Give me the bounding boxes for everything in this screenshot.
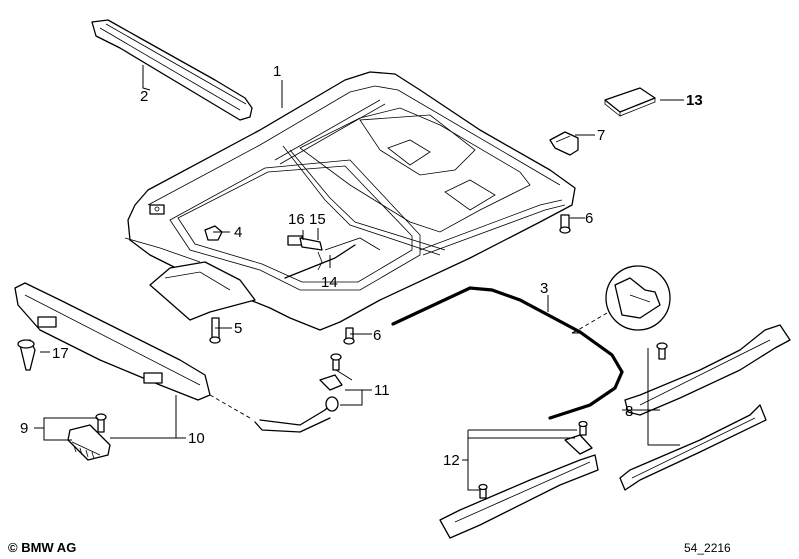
seal xyxy=(391,286,624,420)
guide-rail-lower xyxy=(619,404,767,491)
clip-4 xyxy=(204,225,223,241)
leader-lines xyxy=(34,65,684,491)
callout-7: 7 xyxy=(597,127,605,144)
diagram-code: 54_2216 xyxy=(684,541,731,555)
sunroof-frame xyxy=(124,71,576,331)
callout-9: 9 xyxy=(20,420,28,437)
screw-5 xyxy=(209,317,221,344)
drain-hose xyxy=(209,374,343,433)
callout-13: 13 xyxy=(686,92,703,109)
screw-9 xyxy=(95,413,107,433)
callout-1: 1 xyxy=(273,63,281,80)
callout-2: 2 xyxy=(140,88,148,105)
guide-rail-upper xyxy=(624,324,791,416)
callout-6-bottom: 6 xyxy=(373,327,381,344)
screw-8 xyxy=(656,342,668,360)
callout-14: 14 xyxy=(321,274,338,291)
guide-rail-bottom xyxy=(439,434,599,539)
callout-16: 16 xyxy=(288,211,305,228)
callout-3: 3 xyxy=(540,280,548,297)
screw-6-bottom xyxy=(343,327,355,345)
screw-11 xyxy=(330,353,342,371)
clip xyxy=(549,131,579,156)
detail-inset xyxy=(571,265,671,334)
plug xyxy=(17,339,36,371)
drain-cable-mechanism xyxy=(284,235,381,279)
wind-deflector-strip xyxy=(91,19,253,121)
pad xyxy=(604,87,656,117)
copyright-text: © BMW AG xyxy=(8,540,76,555)
callout-17: 17 xyxy=(52,345,69,362)
callout-4: 4 xyxy=(234,224,242,241)
callout-15: 15 xyxy=(309,211,326,228)
callout-5: 5 xyxy=(234,320,242,337)
front-cross-member xyxy=(14,282,211,401)
screw-12b xyxy=(478,483,488,499)
callout-12: 12 xyxy=(443,452,460,469)
callout-10: 10 xyxy=(188,430,205,447)
screw-6-top xyxy=(559,214,571,234)
callout-8: 8 xyxy=(625,403,633,420)
callout-6-top: 6 xyxy=(585,210,593,227)
screw-12a xyxy=(578,420,588,436)
callout-11: 11 xyxy=(374,382,390,399)
